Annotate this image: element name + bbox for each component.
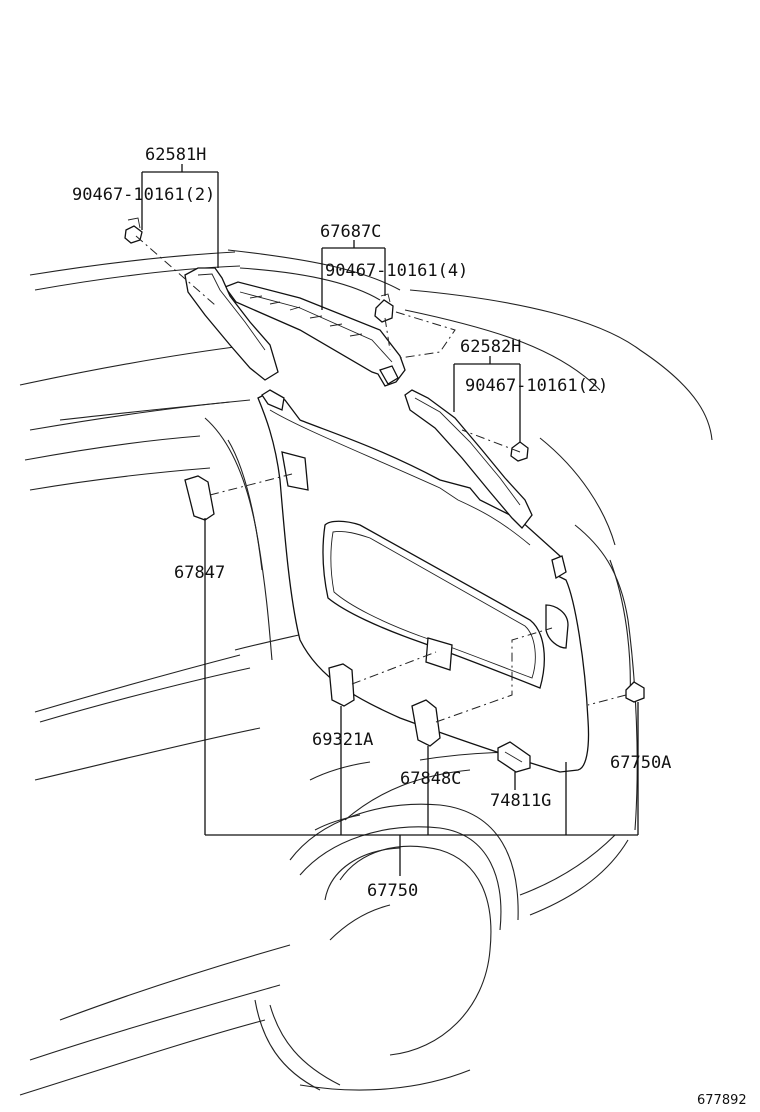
cover-69321a xyxy=(328,663,355,707)
label-90467-10161-c: 90467-10161(2) xyxy=(465,376,608,396)
cover-67848c xyxy=(411,699,441,747)
label-67847: 67847 xyxy=(174,563,225,583)
vehicle-body-outline xyxy=(19,249,713,1096)
handle-74811g xyxy=(497,741,531,773)
clip-67750a xyxy=(625,681,645,703)
clip-90467-center xyxy=(374,293,394,323)
leader-lines xyxy=(141,164,639,876)
label-67750: 67750 xyxy=(367,881,418,901)
upper-garnish-67687c xyxy=(223,281,406,387)
label-90467-10161-b: 90467-10161(4) xyxy=(325,261,468,281)
label-62582h: 62582H xyxy=(460,337,521,357)
dashed-connectors xyxy=(135,235,627,723)
cover-67847 xyxy=(184,475,215,521)
side-garnish-62582h xyxy=(404,389,533,529)
label-67750a: 67750A xyxy=(610,753,671,773)
reference-number: 677892 xyxy=(697,1093,747,1108)
label-67687c: 67687C xyxy=(320,222,381,242)
side-garnish-62581h xyxy=(184,267,279,381)
label-74811g: 74811G xyxy=(490,791,551,811)
label-90467-10161-a: 90467-10161(2) xyxy=(72,185,215,205)
label-62581h: 62581H xyxy=(145,145,206,165)
label-67848c: 67848C xyxy=(400,769,461,789)
label-69321a: 69321A xyxy=(312,730,373,750)
part-labels: 62581H 90467-10161(2) 67687C 90467-10161… xyxy=(72,145,747,1108)
